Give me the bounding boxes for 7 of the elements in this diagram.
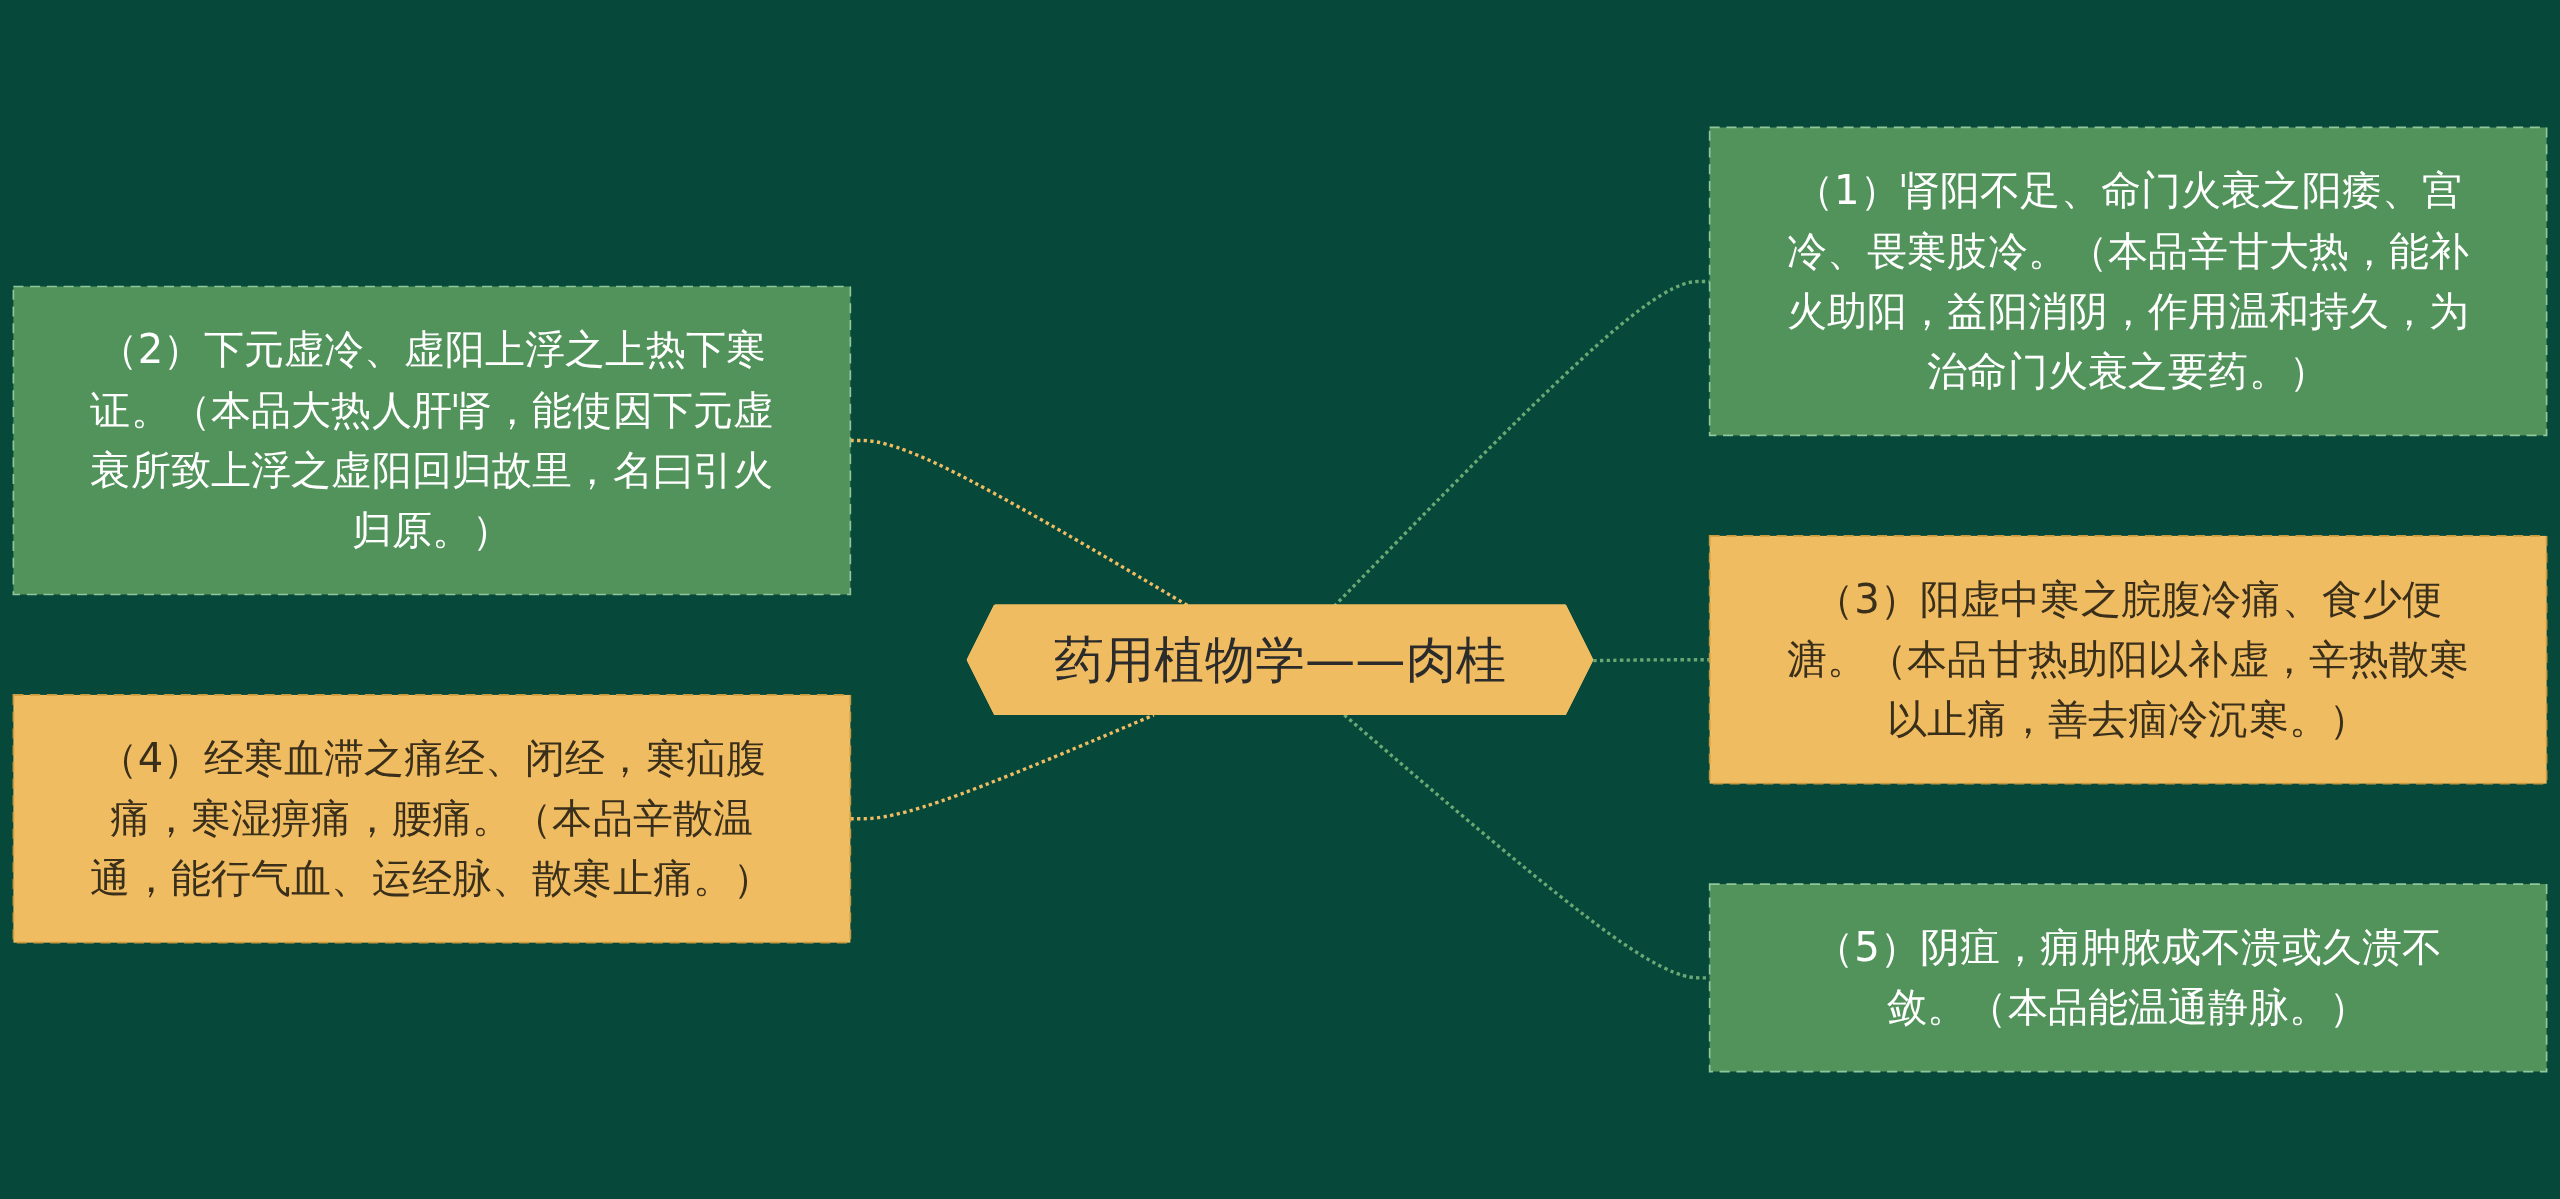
connector [1593, 658, 1710, 663]
connector [850, 713, 1155, 821]
node-box: （5）阴疽，痈肿脓成不溃或久溃不敛。（本品能温通静脉。） [1708, 883, 2548, 1073]
node-box: （4）经寒血滞之痛经、闭经，寒疝腹痛，寒湿痹痛，腰痛。（本品辛散温通，能行气血、运经脉、散寒止痛。） [12, 694, 852, 944]
node-box: （2）下元虚冷、虚阳上浮之上热下寒证。（本品大热人肝肾，能使因下元虚衰所致上浮之虚阳回归故里，名曰引火归原。） [12, 285, 852, 596]
node-box: （3）阳虚中寒之脘腹冷痛、食少便溏。（本品甘热助阳以补虚，辛热散寒以止痛，善去痼冷沉寒。） [1708, 535, 2548, 785]
node-box: （1）肾阳不足、命门火衰之阳痿、宫冷、畏寒肢冷。（本品辛甘大热，能补火助阳，益阳消阴，作用温和持久，为治命门火衰之要药。） [1708, 126, 2548, 437]
